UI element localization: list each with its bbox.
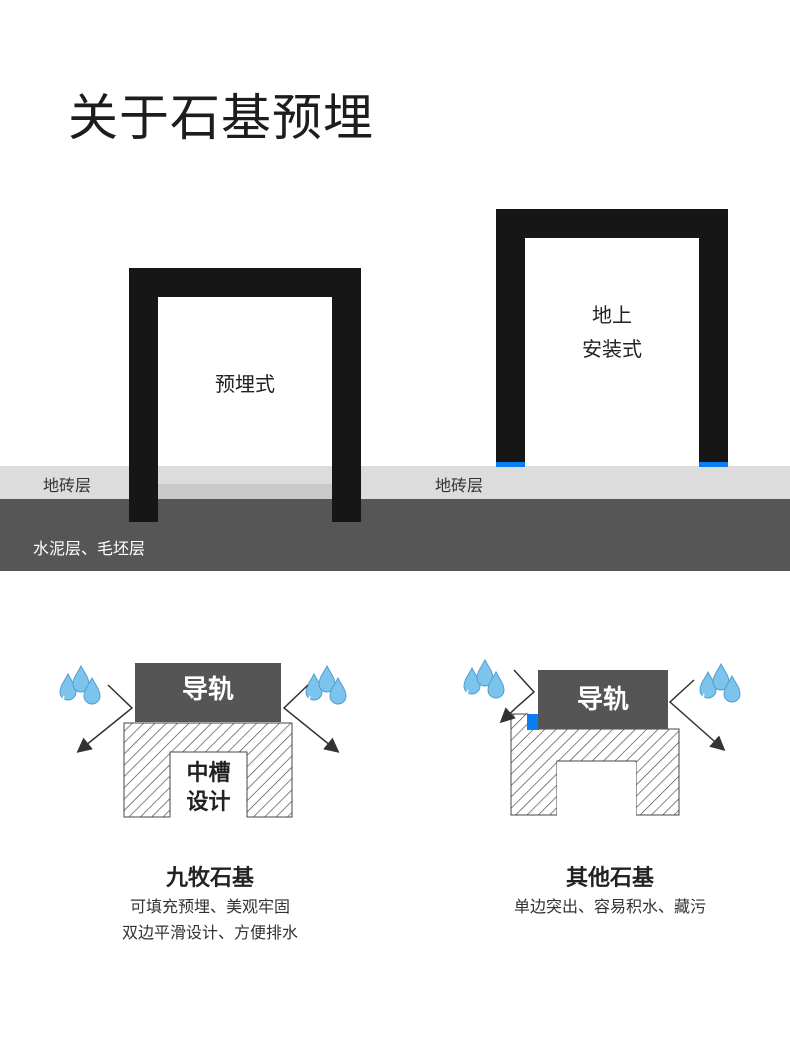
right-caption-title: 其他石基 (565, 866, 654, 891)
right-caption-line1: 单边突出、容易积水、藏污 (513, 897, 706, 916)
embedded-inner-tile (158, 484, 332, 499)
right-base-void (557, 762, 636, 827)
right-stone-base (510, 670, 680, 827)
surface-frame (496, 209, 728, 467)
left-caption-line2: 双边平滑设计、方便排水 (121, 923, 298, 942)
right-rail (538, 670, 668, 729)
right-rail-label: 导轨 (576, 685, 629, 715)
left-groove-label-line1: 中槽 (186, 761, 231, 786)
left-caption-title: 九牧石基 (165, 866, 254, 891)
detail-drawings (59, 659, 741, 827)
surface-frame-label-line2: 安装式 (582, 337, 642, 361)
surface-right-foot-marker (699, 462, 728, 467)
surface-frame-label-line1: 地上 (592, 303, 632, 327)
cement-layer-label: 水泥层、毛坯层 (33, 539, 146, 558)
tile-layer-label-right: 地砖层 (435, 476, 484, 495)
tile-layer-label-left: 地砖层 (43, 476, 92, 495)
left-groove-label-line2: 设计 (186, 790, 231, 815)
page-title: 关于石基预埋 (68, 89, 374, 147)
left-rail (135, 663, 281, 722)
right-water-drops-icon-b (699, 663, 741, 703)
left-water-drops-icon-b (305, 665, 347, 705)
embedded-frame-label: 预埋式 (215, 372, 275, 396)
surface-left-foot-marker (496, 462, 525, 467)
left-stone-base (123, 663, 293, 818)
right-water-drops-icon-a (463, 659, 505, 699)
right-drain-arrow-icon-a (499, 669, 536, 724)
frames-drawing (129, 209, 728, 522)
right-drain-arrow-icon-b (668, 679, 726, 751)
right-edge-gap-marker (527, 714, 539, 730)
left-caption-line1: 可填充预埋、美观牢固 (129, 897, 290, 916)
embedded-frame (129, 268, 361, 522)
left-rail-label: 导轨 (181, 675, 234, 705)
left-water-drops-icon-a (59, 665, 101, 705)
left-drain-arrow-icon-a (76, 684, 134, 753)
left-drain-arrow-icon-b (282, 684, 340, 753)
